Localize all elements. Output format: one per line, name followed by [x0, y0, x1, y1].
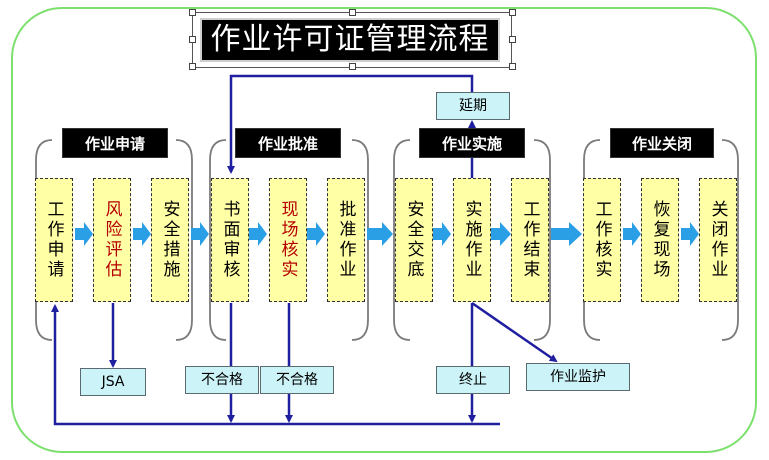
step-label: 书面审核 [219, 200, 240, 280]
step-box: 批准作业 [327, 178, 365, 302]
phase-brackets [35, 139, 739, 341]
flow-arrows [75, 222, 699, 246]
note-monitor: 作业监护 [526, 363, 630, 391]
note-terminate: 终止 [436, 366, 510, 394]
flow-arrow [249, 222, 267, 246]
step-label: 安全措施 [159, 200, 180, 280]
flow-arrow [75, 222, 93, 246]
flow-arrow [623, 222, 641, 246]
resize-handle[interactable] [509, 36, 516, 43]
monitor-connector [471, 301, 558, 363]
resize-handle[interactable] [189, 36, 196, 43]
step-label: 恢复现场 [649, 200, 670, 280]
return-loop [51, 304, 500, 426]
flow-arrow [367, 222, 393, 246]
outer-frame [11, 7, 757, 453]
step-box: 安全交底 [395, 178, 433, 302]
resize-handle[interactable] [509, 9, 516, 16]
step-box: 恢复现场 [641, 178, 679, 302]
flow-arrow [133, 222, 151, 246]
step-label: 风险评估 [101, 200, 122, 280]
resize-handle[interactable] [349, 9, 356, 16]
step-label: 批准作业 [335, 200, 356, 280]
step-label: 关闭作业 [707, 200, 728, 280]
step-label: 安全交底 [403, 200, 424, 280]
step-box: 关闭作业 [699, 178, 737, 302]
step-label: 工作核实 [591, 200, 612, 280]
note-extend: 延期 [436, 92, 510, 120]
phase-label-apply: 作业申请 [62, 128, 168, 158]
step-box: 工作核实 [583, 178, 621, 302]
resize-handle[interactable] [189, 63, 196, 70]
step-label: 现场核实 [277, 200, 298, 280]
step-label: 工作申请 [43, 200, 64, 280]
feedback-lines [51, 74, 558, 426]
step-box: 书面审核 [211, 178, 249, 302]
resize-handle[interactable] [509, 63, 516, 70]
phase-label-close: 作业关闭 [610, 128, 714, 158]
step-box: 工作申请 [35, 178, 73, 302]
flow-arrow [491, 222, 511, 246]
flow-arrow [433, 222, 451, 246]
step-box: 工作结束 [511, 178, 549, 302]
step-box: 现场核实 [269, 178, 307, 302]
note-reject-verify: 不合格 [260, 366, 334, 394]
phase-label-approve: 作业批准 [235, 128, 341, 158]
diagram-title: 作业许可证管理流程 [200, 18, 500, 62]
flow-arrow [551, 222, 582, 246]
step-box: 实施作业 [453, 178, 491, 302]
extend-return-loop [227, 74, 474, 174]
step-label: 实施作业 [461, 200, 482, 280]
phase-label-execute: 作业实施 [419, 128, 525, 158]
note-reject-review: 不合格 [185, 366, 259, 394]
step-box: 安全措施 [151, 178, 189, 302]
step-box: 风险评估 [93, 178, 131, 302]
flow-arrow [191, 222, 209, 246]
note-jsa: JSA [80, 368, 146, 396]
resize-handle[interactable] [189, 9, 196, 16]
flow-arrow [681, 222, 699, 246]
step-label: 工作结束 [519, 200, 540, 280]
resize-handle[interactable] [349, 63, 356, 70]
flow-arrow [307, 222, 325, 246]
